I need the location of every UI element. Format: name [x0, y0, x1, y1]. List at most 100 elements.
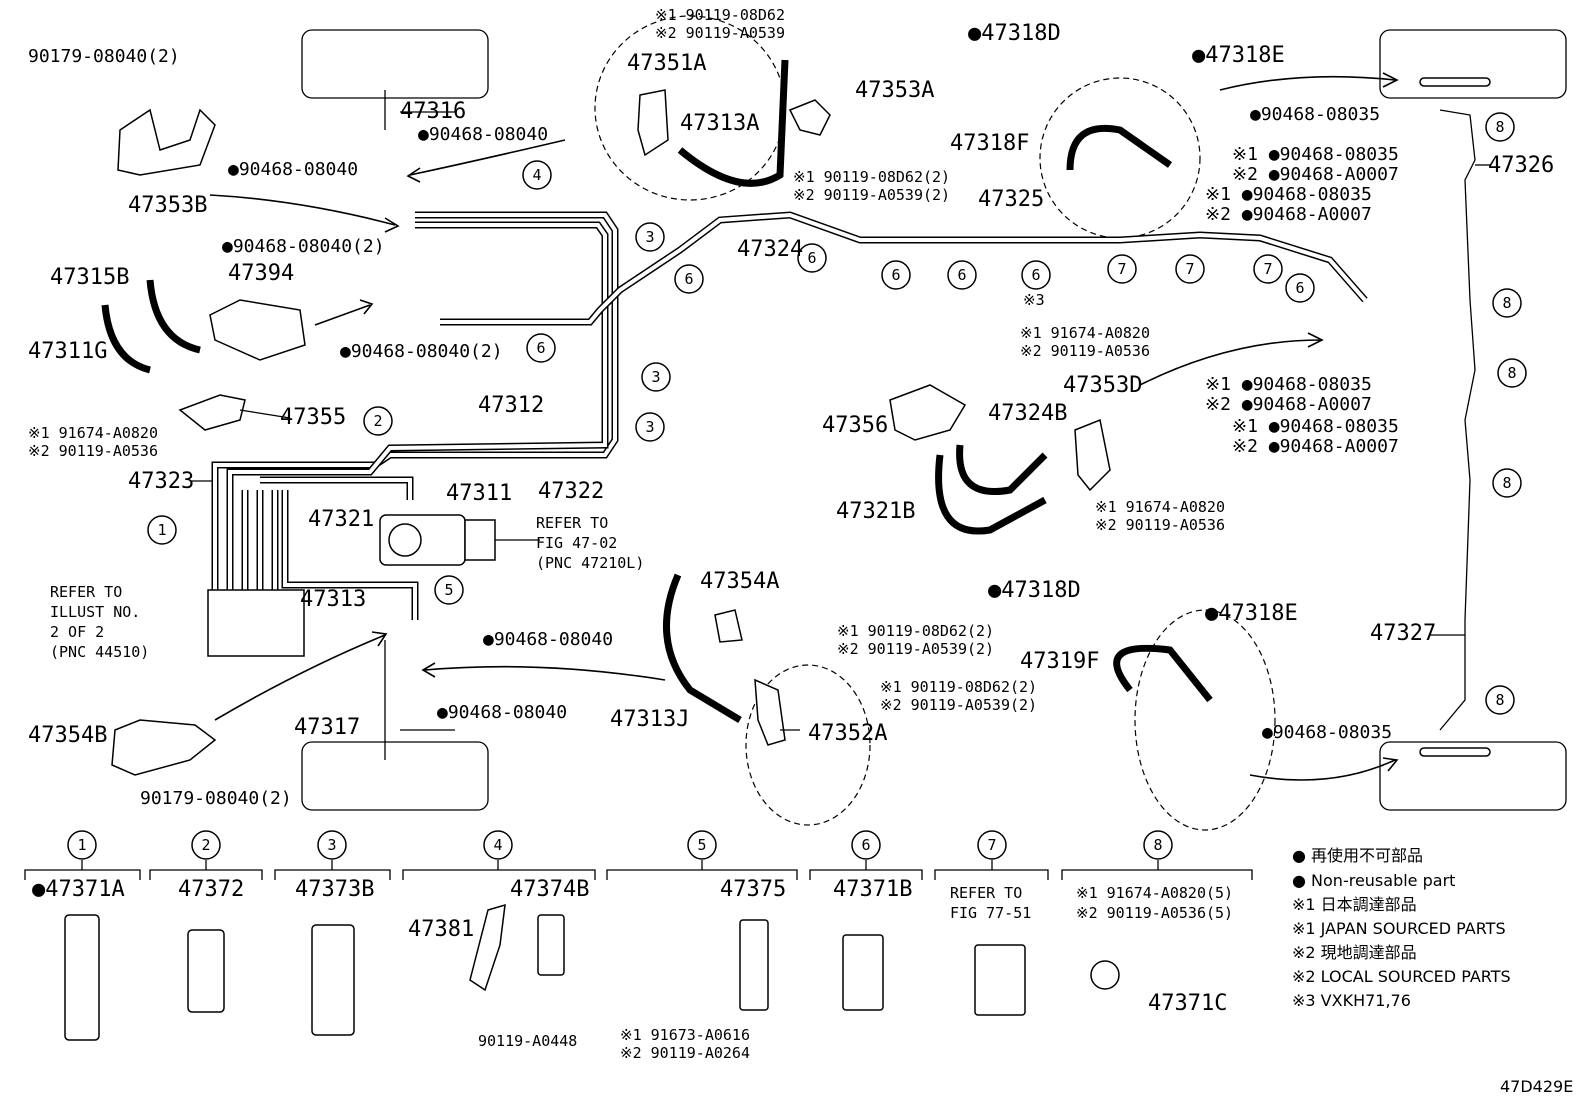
label-47326: 47326	[1488, 153, 1554, 178]
label-47353A: 47353A	[855, 78, 934, 103]
label-90468-08040-d: ●90468-08040(2)	[340, 341, 503, 362]
callout-number-3: 3	[327, 836, 336, 854]
label-r1-2: ※2 ●90468-A0007	[1232, 164, 1399, 185]
callout-number-6: 6	[891, 266, 900, 284]
callout-circle-7	[977, 830, 1007, 860]
label-47394: 47394	[228, 261, 294, 286]
legend: ● 再使用不可部品 ● Non-reusable part ※1 日本調達部品 …	[1292, 846, 1511, 1010]
label-47324B: 47324B	[988, 401, 1067, 426]
callout-circle-6	[947, 260, 977, 290]
detail-circle-47351A	[594, 15, 786, 201]
arrow-4	[214, 631, 388, 721]
clip-47375	[739, 919, 769, 1011]
hose-47318F	[1066, 124, 1173, 171]
placeholder-box-bottom-left	[301, 741, 489, 811]
part-47374B: 47374B	[510, 877, 589, 902]
label-r1-1: ※1 ●90468-08035	[1232, 144, 1399, 165]
booster-rod	[464, 519, 496, 561]
label-47353D: 47353D	[1063, 373, 1142, 398]
label-90119-c2: ※2 90119-A0536	[1020, 342, 1150, 360]
detail-circle-47319F	[1134, 609, 1276, 831]
label-r2-1: ※1 ●90468-08035	[1205, 184, 1372, 205]
clip-47373B	[311, 924, 355, 1036]
bracket-47353B	[117, 108, 216, 176]
label-47353B: 47353B	[128, 193, 207, 218]
bracket-47353A	[788, 99, 831, 136]
label-47317: 47317	[294, 715, 360, 740]
part-47371B: 47371B	[833, 877, 912, 902]
label-refer-ill-4: (PNC 44510)	[50, 643, 149, 661]
callout-number-5: 5	[444, 581, 453, 599]
legend-note3: ※3 VXKH71,76	[1292, 991, 1411, 1010]
label-r2-2: ※2 ●90468-A0007	[1205, 204, 1372, 225]
part-90119-a0264: ※2 90119-A0264	[620, 1044, 750, 1062]
callout-circle-7	[1253, 254, 1283, 284]
label-90468-08035-top: ●90468-08035	[1250, 104, 1380, 125]
part-refer-to: REFER TO	[950, 884, 1022, 902]
label-47315B: 47315B	[50, 265, 129, 290]
label-90468-08040-a: ●90468-08040	[418, 124, 548, 145]
bracket-47355	[178, 394, 246, 431]
callout-circle-5	[687, 830, 717, 860]
label-91674-a0820-a: ※1 91674-A0820	[28, 424, 158, 442]
bracket-47351A	[637, 89, 669, 157]
hose-47313A	[677, 59, 789, 187]
callout-circle-7	[1107, 254, 1137, 284]
callout-number-6: 6	[1295, 279, 1304, 297]
label-90119-mid-1: ※1 90119-08D62(2)	[793, 168, 950, 186]
callout-number-8: 8	[1502, 474, 1511, 492]
callout-number-3: 3	[651, 368, 660, 386]
label-90119-f1: ※1 90119-08D62(2)	[880, 678, 1037, 696]
label-90179-08040-top: 90179-08040(2)	[28, 46, 180, 67]
hose-47311G	[101, 304, 151, 374]
label-47318F: 47318F	[950, 131, 1029, 156]
label-90119-f2: ※2 90119-A0539(2)	[880, 696, 1037, 714]
abs-actuator	[207, 589, 305, 657]
callout-number-3: 3	[645, 418, 654, 436]
label-refer-ill-2: ILLUST NO.	[50, 603, 140, 621]
placeholder-box-top-right	[1379, 29, 1567, 99]
label-47313J: 47313J	[610, 707, 689, 732]
label-r4-2: ※2 ●90468-A0007	[1232, 436, 1399, 457]
callout-number-8: 8	[1495, 118, 1504, 136]
label-47324: 47324	[737, 237, 803, 262]
label-refer-fig-2: FIG 47-02	[536, 534, 617, 552]
arrow-6	[1139, 332, 1324, 386]
diagram-id: 47D429E	[1500, 1077, 1573, 1096]
label-90468-08040-c: ●90468-08040(2)	[222, 236, 385, 257]
bracket-47381	[469, 903, 506, 992]
part-47375: 47375	[720, 877, 786, 902]
callout-number-6: 6	[861, 836, 870, 854]
label-47354B: 47354B	[28, 723, 107, 748]
arrow-1	[209, 194, 400, 233]
part-47371A: ●47371A	[32, 877, 125, 902]
label-90119-a0536-a: ※2 90119-A0536	[28, 442, 158, 460]
callout-circle-8	[1485, 685, 1515, 715]
parts-row: ●47371A 47372 47373B 47374B 47381 90119-…	[24, 860, 1253, 1062]
clamp-47371C	[1090, 960, 1120, 990]
label-47311G: 47311G	[28, 339, 107, 364]
callout-circle-1	[67, 830, 97, 860]
label-refer-ill-3: 2 OF 2	[50, 623, 104, 641]
label-90119-e1: ※1 90119-08D62(2)	[837, 622, 994, 640]
part-90119-a0448: 90119-A0448	[478, 1032, 577, 1050]
callout-number-7: 7	[1263, 260, 1272, 278]
label-47311: 47311	[446, 481, 512, 506]
label-47313A: 47313A	[680, 111, 759, 136]
label-90468-08035-bot: ●90468-08035	[1262, 722, 1392, 743]
part-91673-a0616: ※1 91673-A0616	[620, 1026, 750, 1044]
label-90119-mid-2: ※2 90119-A0539(2)	[793, 186, 950, 204]
label-47318E-bot: ●47318E	[1205, 601, 1298, 626]
label-47355: 47355	[280, 405, 346, 430]
clip-47374B	[537, 914, 565, 976]
arrow-5	[421, 662, 666, 681]
part-47373B: 47373B	[295, 877, 374, 902]
bracket-47353D	[1074, 418, 1111, 492]
callout-circle-6	[797, 243, 827, 273]
callout-number-3: 3	[645, 228, 654, 246]
placeholder-box-top-left	[301, 29, 489, 99]
legend-local-en: ※2 LOCAL SOURCED PARTS	[1292, 967, 1511, 986]
callout-number-7: 7	[1117, 260, 1126, 278]
callout-circle-4	[522, 160, 552, 190]
bracket-47356	[889, 384, 967, 441]
